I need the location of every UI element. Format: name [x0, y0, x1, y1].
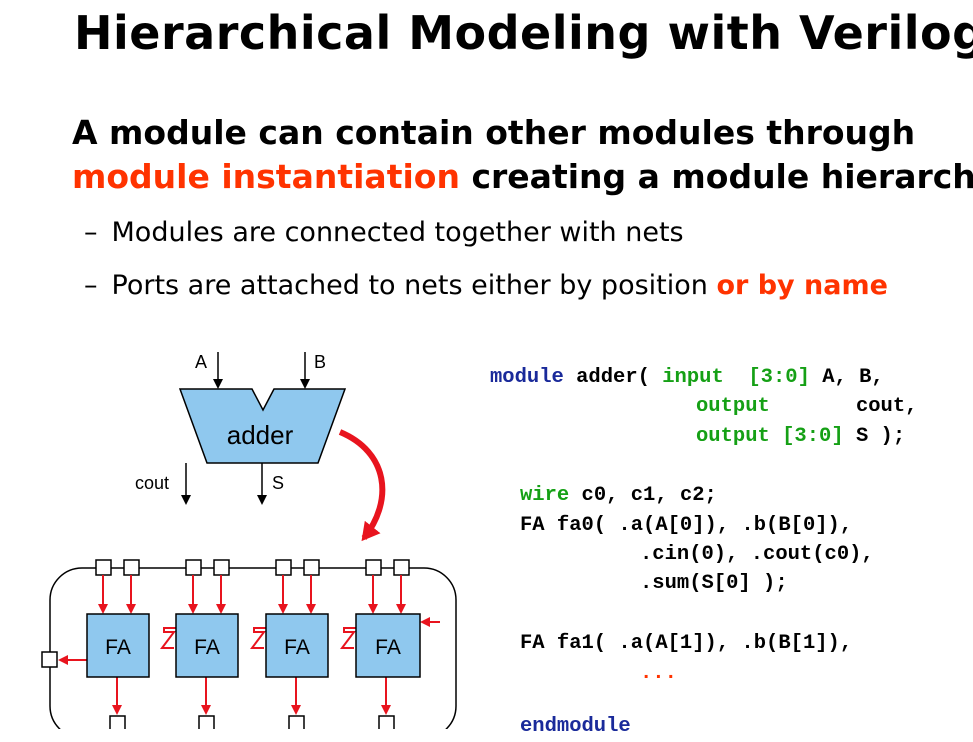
- fa-block: [265, 613, 329, 678]
- slide-title: Hierarchical Modeling with Verilog: [74, 6, 973, 60]
- port-box: [109, 715, 126, 729]
- bullet-dash: –: [84, 270, 98, 301]
- code-line-5: FA fa0( .a(A[0]), .b(B[0]),: [520, 514, 853, 537]
- input-b-label: B: [314, 352, 326, 372]
- expand-arrow: [338, 429, 386, 542]
- input-a-label: A: [195, 352, 207, 372]
- code-line-6: .cin(0), .cout(c0),: [640, 543, 874, 566]
- port-box: [95, 559, 112, 576]
- port-box: [393, 559, 410, 576]
- fa-label: FA: [194, 636, 220, 659]
- output-s-label: S: [272, 473, 284, 493]
- output-cout-label: cout: [135, 473, 169, 493]
- code-line-1: module adder( input [3:0] A, B,: [490, 366, 884, 389]
- lead-line-2-rest: creating a module hierarchy: [471, 157, 973, 196]
- code-line-2: output cout,: [696, 395, 918, 418]
- fa-block: [86, 613, 150, 678]
- adder-block: [178, 388, 347, 464]
- code-line-10: endmodule: [520, 715, 631, 738]
- code-line-9: ...: [640, 662, 677, 685]
- adder-label: adder: [227, 420, 294, 450]
- port-box: [365, 559, 382, 576]
- port-box: [213, 559, 230, 576]
- bullet-item: –Ports are attached to nets either by po…: [84, 270, 888, 301]
- port-box: [303, 559, 320, 576]
- port-box: [123, 559, 140, 576]
- code-line-8: FA fa1( .a(A[1]), .b(B[1]),: [520, 632, 853, 655]
- port-box: [198, 715, 215, 729]
- port-box: [41, 651, 58, 668]
- bullet-dash: –: [84, 217, 98, 248]
- code-line-3: output [3:0] S );: [696, 425, 906, 448]
- fa-label: FA: [105, 636, 131, 659]
- bullet-highlight: or by name: [716, 270, 888, 301]
- fa-label: FA: [284, 636, 310, 659]
- fa-block: [175, 613, 239, 678]
- lead-line-2: module instantiation creating a module h…: [72, 157, 973, 196]
- fa-block: [355, 613, 421, 678]
- port-box: [275, 559, 292, 576]
- lead-highlight: module instantiation: [72, 157, 460, 196]
- port-box: [288, 715, 305, 729]
- code-line-4: wire c0, c1, c2;: [520, 484, 717, 507]
- port-box: [185, 559, 202, 576]
- port-box: [378, 715, 395, 729]
- bullet-item: –Modules are connected together with net…: [84, 217, 684, 248]
- fa-label: FA: [375, 636, 401, 659]
- code-line-7: .sum(S[0] );: [640, 572, 788, 595]
- bullet-text: Ports are attached to nets either by pos…: [111, 270, 708, 301]
- lead-line-1: A module can contain other modules throu…: [72, 113, 916, 152]
- bullet-text: Modules are connected together with nets: [111, 217, 684, 248]
